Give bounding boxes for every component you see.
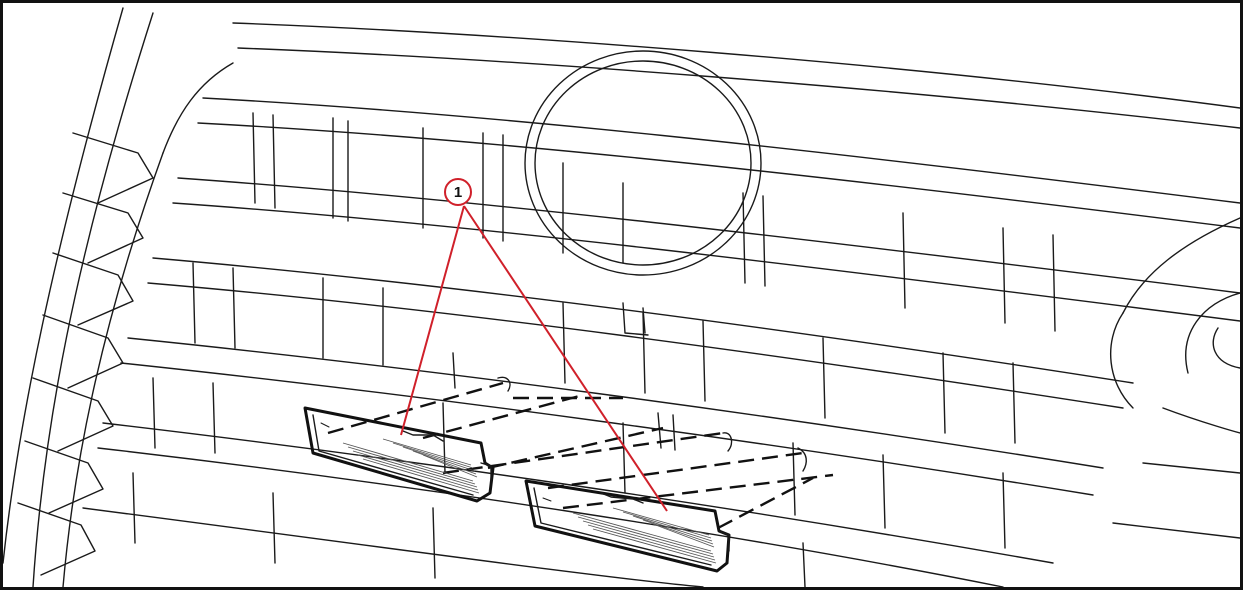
callout-leader-right [463,205,668,512]
grille-diagram: 1 [3,7,1240,587]
cover-right-hatching [572,507,717,564]
callout-1: 1 [400,178,668,512]
callout-label: 1 [454,184,462,201]
bumper-left-outline [3,7,234,587]
grille-side-chevrons [17,132,154,576]
mounting-clips [452,302,807,472]
cover-left-hatching [342,438,480,494]
callout-leader-left [400,205,465,436]
callout-circle [444,178,472,206]
emblem [524,50,762,276]
headlamp-right-outline [1110,217,1240,539]
grille-cover-left [303,406,495,503]
grille-cover-right [524,479,731,573]
alignment-dashes [327,381,834,530]
